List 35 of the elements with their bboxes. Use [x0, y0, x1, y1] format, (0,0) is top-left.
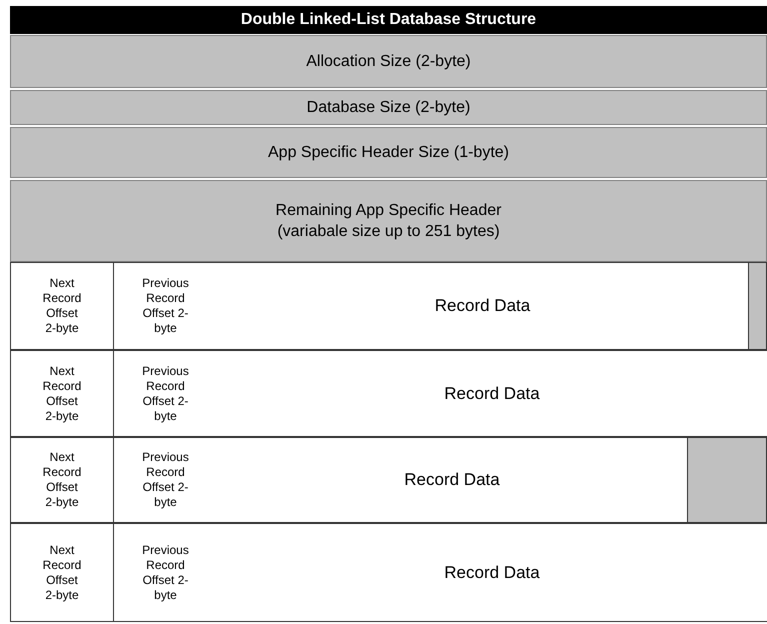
offset-label: Previous Record Offset 2-byte: [142, 450, 189, 510]
header-text: Allocation Size (2-byte): [306, 52, 471, 72]
header-text: Remaining App Specific Header (variabale size up to 251 bytes): [274, 201, 502, 242]
record-data-cell: [217, 262, 749, 350]
offset-cell: [113, 350, 218, 437]
padding-block: [748, 262, 767, 350]
header-band: [10, 180, 767, 262]
offset-label: Next Record Offset 2-byte: [42, 364, 82, 424]
offset-cell: [113, 437, 218, 523]
record-data-label: Record Data: [434, 296, 530, 316]
offset-cell: [10, 523, 114, 622]
offset-label: Previous Record Offset 2-byte: [142, 276, 189, 336]
offset-cell: [10, 437, 114, 523]
offset-label: Next Record Offset 2-byte: [42, 450, 82, 510]
record-data-label: Record Data: [404, 470, 500, 490]
record-data-cell: [217, 523, 767, 622]
offset-label: Next Record Offset 2-byte: [42, 276, 82, 336]
offset-cell: [10, 262, 114, 350]
record-data-label: Record Data: [444, 384, 540, 404]
header-band: [10, 35, 767, 88]
record-data-label: Record Data: [444, 562, 540, 582]
header-text: Database Size (2-byte): [306, 98, 470, 118]
record-data-cell: [217, 350, 767, 437]
offset-cell: [10, 350, 114, 437]
header-band: [10, 127, 767, 178]
offset-cell: [113, 262, 218, 350]
offset-label: Previous Record Offset 2-byte: [142, 364, 189, 424]
header-text: App Specific Header Size (1-byte): [268, 143, 509, 163]
record-data-cell: [217, 437, 688, 523]
offset-label: Next Record Offset 2-byte: [42, 542, 82, 602]
header-band: [10, 90, 767, 125]
padding-block: [687, 437, 767, 523]
offset-label: Previous Record Offset 2-byte: [142, 542, 189, 602]
title-bar: Double Linked-List Database Structure: [10, 6, 767, 34]
offset-cell: [113, 523, 218, 622]
